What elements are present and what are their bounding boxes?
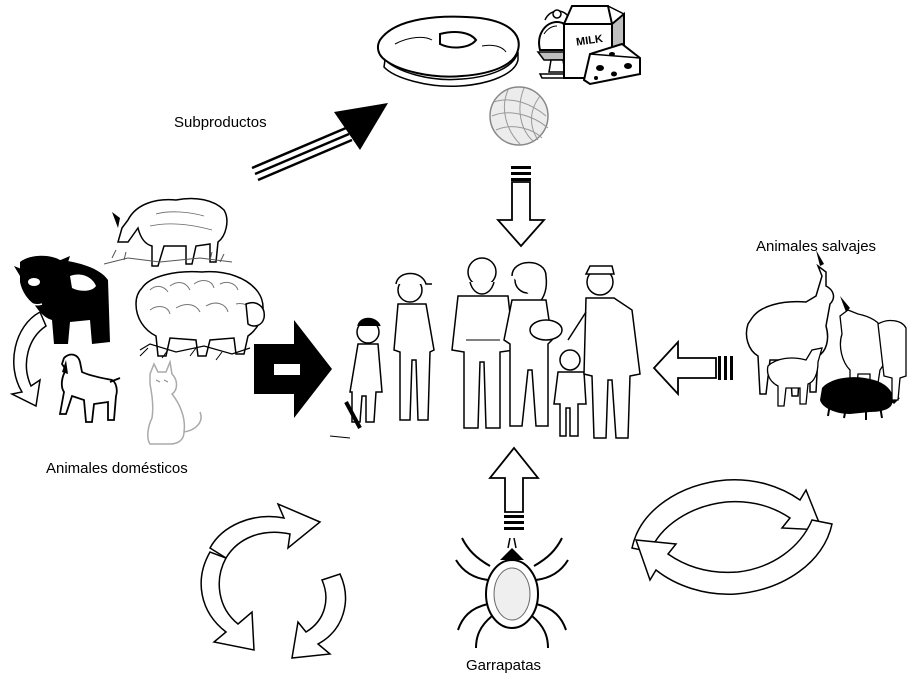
cycle-arrows-left-icon bbox=[201, 504, 345, 658]
sheep-drawing bbox=[136, 272, 264, 360]
dog-drawing bbox=[60, 355, 120, 422]
label-subproductos: Subproductos bbox=[174, 115, 267, 130]
ticks-to-people-arrow bbox=[490, 448, 538, 530]
wild-animals-drawing bbox=[746, 250, 906, 420]
tick-drawing bbox=[456, 538, 568, 648]
wool-ball-icon bbox=[490, 87, 548, 145]
domestic-to-people-arrow bbox=[254, 320, 332, 418]
wild-to-people-arrow bbox=[654, 342, 733, 394]
cycle-arrows-right-icon bbox=[632, 480, 832, 595]
small-cycle-arrow bbox=[12, 312, 46, 406]
products-to-people-arrow bbox=[498, 166, 544, 246]
goat-drawing bbox=[104, 198, 232, 266]
cat-drawing bbox=[148, 362, 201, 444]
steak-icon bbox=[378, 17, 519, 87]
label-animales-domesticos: Animales domésticos bbox=[46, 461, 188, 476]
people-group-drawing bbox=[330, 258, 640, 438]
subproducts-arrow bbox=[252, 103, 388, 180]
label-animales-salvajes: Animales salvajes bbox=[756, 239, 876, 254]
label-garrapatas: Garrapatas bbox=[466, 658, 541, 673]
